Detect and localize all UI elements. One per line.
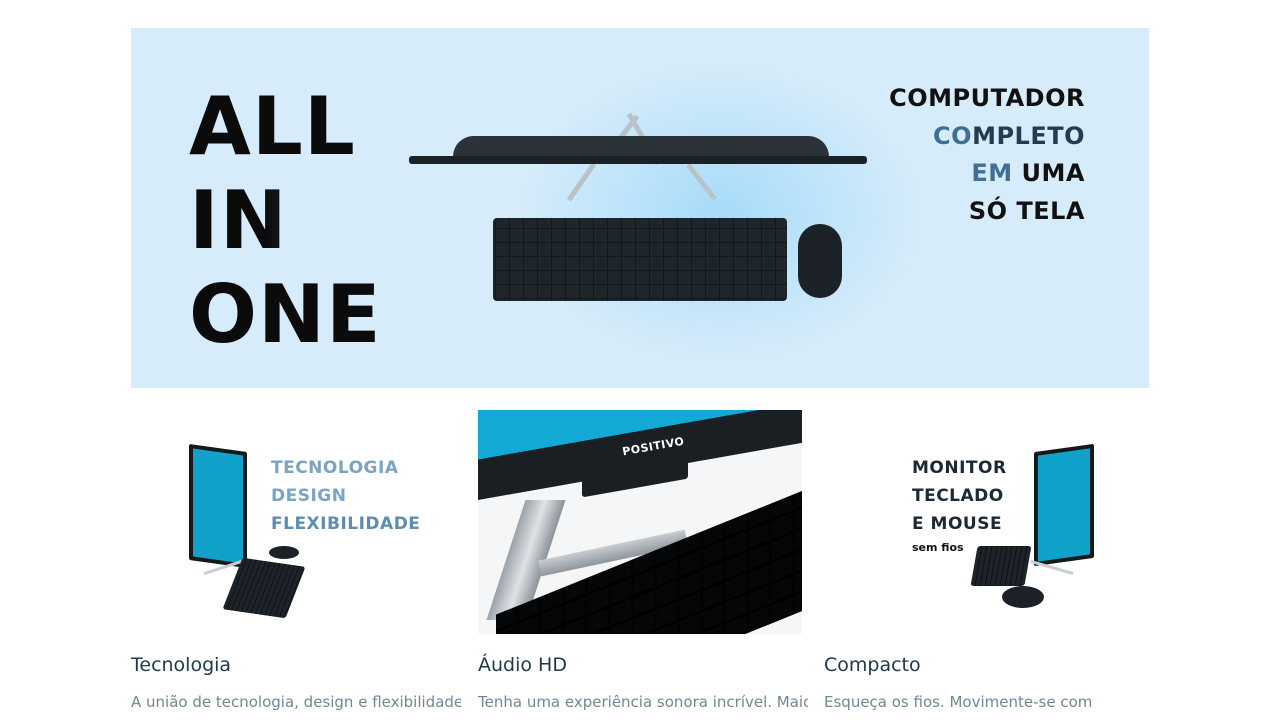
card-compacto-image-text: MONITOR TECLADO E MOUSE sem fios xyxy=(912,454,1007,558)
hero-line-one: ONE xyxy=(189,268,382,361)
hero-right-line-1: COMPUTADOR xyxy=(889,84,1085,112)
hero-right-line-2b: MPLETO xyxy=(972,121,1085,150)
image-line-text: TECLADO xyxy=(912,486,1004,506)
hero-left-heading: ALL IN ONE xyxy=(189,80,382,362)
hero-line-all: ALL xyxy=(189,80,356,173)
image-line: FLEXIBILIDADE xyxy=(271,514,421,534)
keyboard-image xyxy=(970,546,1032,586)
hero-right-heading: COMPUTADOR COMPLETO EM UMA SÓ TELA xyxy=(889,80,1085,230)
hero-line-in: IN xyxy=(189,174,382,268)
hero-right-line-3: EM UMA xyxy=(889,155,1085,193)
hero-right-line-2a: CO xyxy=(933,121,973,150)
mouse-image xyxy=(1002,586,1044,608)
image-line: E MOUSE xyxy=(912,510,1007,538)
hero-banner: ALL IN ONE COMPUTADOR COMPLETO EM UMA SÓ… xyxy=(131,28,1149,388)
hero-glow xyxy=(511,58,931,368)
image-line-text: MONITOR xyxy=(912,458,1007,478)
card-title-audio: Áudio HD xyxy=(478,654,567,676)
hero-right-line-4: SÓ TELA xyxy=(968,196,1085,225)
monitor-image xyxy=(189,443,247,569)
image-line: TECLADO xyxy=(912,482,1007,510)
card-compacto-image: MONITOR TECLADO E MOUSE sem fios xyxy=(824,410,1148,634)
keyboard-image xyxy=(493,218,787,301)
card-tecnologia-image: TECNOLOGIA DESIGN FLEXIBILIDADE xyxy=(131,410,455,634)
card-tecnologia-image-text: TECNOLOGIA DESIGN FLEXIBILIDADE xyxy=(271,454,420,538)
hero-right-line-3a: EM xyxy=(971,159,1013,187)
card-description-compacto: Esqueça os fios. Movimente-se com xyxy=(824,693,1093,711)
card-description-audio: Tenha uma experiência sonora incrível. M… xyxy=(478,693,808,711)
card-audio-image: POSITIVO xyxy=(478,410,802,634)
mouse-image xyxy=(798,224,842,298)
monitor-top-image xyxy=(409,156,867,164)
image-line-text: E MOUSE xyxy=(912,514,1003,534)
mouse-image xyxy=(269,546,299,559)
image-line: TECNOLOGIA xyxy=(271,458,399,478)
card-title-tecnologia: Tecnologia xyxy=(131,654,232,676)
image-line: MONITOR xyxy=(912,454,1007,482)
card-description-tecnologia: A união de tecnologia, design e flexibil… xyxy=(131,693,461,711)
image-line: DESIGN xyxy=(271,486,347,506)
hero-right-line-2: COMPLETO xyxy=(889,118,1085,156)
image-line-small: sem fios xyxy=(912,541,964,554)
monitor-image xyxy=(1034,443,1094,567)
keyboard-image xyxy=(222,557,306,619)
hero-right-line-3b: UMA xyxy=(1012,159,1085,187)
card-title-compacto: Compacto xyxy=(824,654,921,676)
